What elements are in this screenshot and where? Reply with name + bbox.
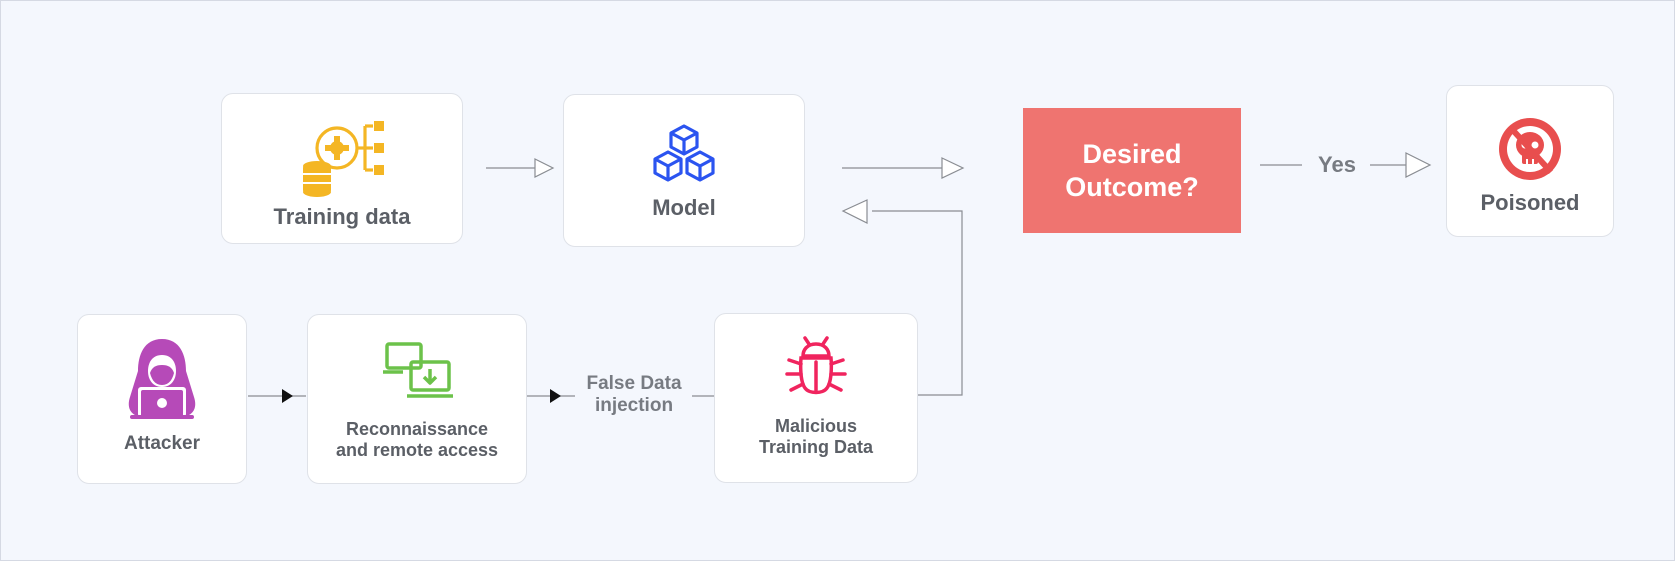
bug-icon <box>785 336 847 395</box>
node-poisoned: Poisoned <box>1446 85 1614 237</box>
label-line: False Data <box>586 373 682 394</box>
arrowhead-open <box>534 158 555 178</box>
node-reconnaissance: Reconnaissance and remote access <box>307 314 527 484</box>
node-label: Reconnaissance and remote access <box>336 419 498 460</box>
node-training-data: Training data <box>221 93 463 244</box>
label-line: injection <box>594 394 674 416</box>
node-attacker: Attacker <box>77 314 247 484</box>
arrowhead-solid <box>550 389 561 403</box>
label-line: Training Data <box>758 436 874 457</box>
arrowhead-open <box>1405 152 1432 178</box>
decision-label: Desired Outcome? <box>1065 139 1199 202</box>
arrowhead-solid <box>282 389 293 403</box>
edge-label-yes: Yes <box>1308 152 1366 178</box>
remote-devices-icon <box>383 342 453 398</box>
arrowhead-open <box>841 199 868 224</box>
hooded-hacker-icon <box>128 339 196 419</box>
no-skull-icon <box>1499 118 1561 180</box>
edge-label-false-data-injection: False Data injection <box>576 373 692 417</box>
node-malicious-training-data: Malicious Training Data <box>714 313 918 483</box>
cubes-icon <box>653 124 715 182</box>
data-pipeline-icon <box>303 121 384 197</box>
label-line: and remote access <box>335 439 499 460</box>
edge-malicious-to-model <box>872 210 963 396</box>
decision-desired-outcome: Desired Outcome? <box>1023 108 1241 233</box>
node-label: Model <box>652 195 716 220</box>
node-label: Malicious Training Data <box>759 416 873 457</box>
label-line: Malicious <box>774 416 858 436</box>
node-label: Poisoned <box>1480 190 1580 215</box>
node-label: Attacker <box>123 433 201 454</box>
node-label: Training data <box>273 204 411 229</box>
node-model: Model <box>563 94 805 247</box>
label-line: Reconnaissance <box>345 419 489 439</box>
arrowhead-open <box>941 157 965 179</box>
